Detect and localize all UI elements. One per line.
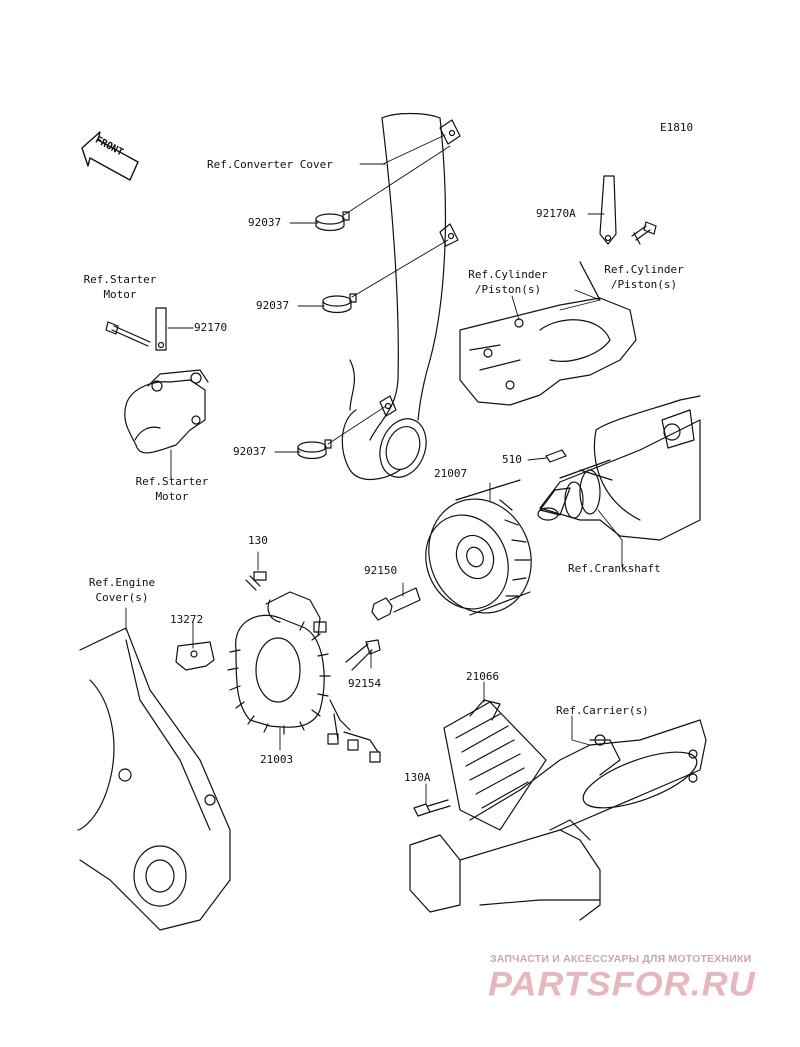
engine-cover-drawing <box>77 627 231 931</box>
clamp-92037-top <box>315 211 350 232</box>
regulator-21066 <box>443 699 547 831</box>
key-510 <box>545 449 567 463</box>
watermark-tagline: ЗАПЧАСТИ И АКСЕССУАРЫ ДЛЯ МОТОТЕХНИКИ <box>490 953 752 965</box>
label-21003: 21003 <box>260 753 294 766</box>
converter-cover-drawing <box>341 112 461 480</box>
label-130a: 130A <box>404 771 431 784</box>
label-21066: 21066 <box>466 670 500 683</box>
label-ref-crankshaft: Ref.Crankshaft <box>568 562 661 575</box>
diagram-code: E1810 <box>660 121 694 134</box>
rotor-21007 <box>425 479 532 616</box>
label-ref-starter-motor-top: Ref.Starter Motor <box>83 273 157 301</box>
label-92170a: 92170A <box>536 207 576 220</box>
label-92037-bottom: 92037 <box>233 445 267 458</box>
label-130: 130 <box>248 534 268 547</box>
label-ref-engine-cover: Ref.Engine Cover(s) <box>88 576 156 604</box>
bolt-92154 <box>345 639 381 671</box>
bolt-130 <box>245 571 267 591</box>
label-ref-converter-cover: Ref.Converter Cover <box>207 158 333 171</box>
carrier-drawing <box>409 719 707 921</box>
label-92150: 92150 <box>364 564 398 577</box>
bolt-92150 <box>371 587 421 621</box>
clamp-92037-middle <box>322 293 357 314</box>
bracket-92170a <box>599 175 657 245</box>
clamp-92037-bottom <box>297 439 332 460</box>
stator-21003 <box>227 591 381 763</box>
leader-lines <box>125 134 623 805</box>
plate-13272 <box>175 641 215 671</box>
label-92154: 92154 <box>348 677 382 690</box>
label-21007: 21007 <box>434 467 468 480</box>
crankshaft-drawing <box>537 395 701 541</box>
label-ref-starter-motor-bottom: Ref.Starter Motor <box>135 475 209 503</box>
label-92170: 92170 <box>194 321 228 334</box>
starter-motor-drawing <box>124 369 209 454</box>
label-ref-cylinder-left: Ref.Cylinder /Piston(s) <box>468 268 548 296</box>
label-92037-middle: 92037 <box>256 299 290 312</box>
label-13272: 13272 <box>170 613 204 626</box>
watermark-brand: PARTSFOR.RU <box>488 964 756 1003</box>
bolt-130a <box>413 799 451 817</box>
label-92037-top: 92037 <box>248 216 282 229</box>
starter-bolt-92170 <box>105 307 167 351</box>
label-ref-carrier: Ref.Carrier(s) <box>556 704 649 717</box>
label-510: 510 <box>502 453 522 466</box>
label-ref-cylinder-right: Ref.Cylinder /Piston(s) <box>604 263 684 291</box>
front-arrow-icon <box>81 131 139 181</box>
